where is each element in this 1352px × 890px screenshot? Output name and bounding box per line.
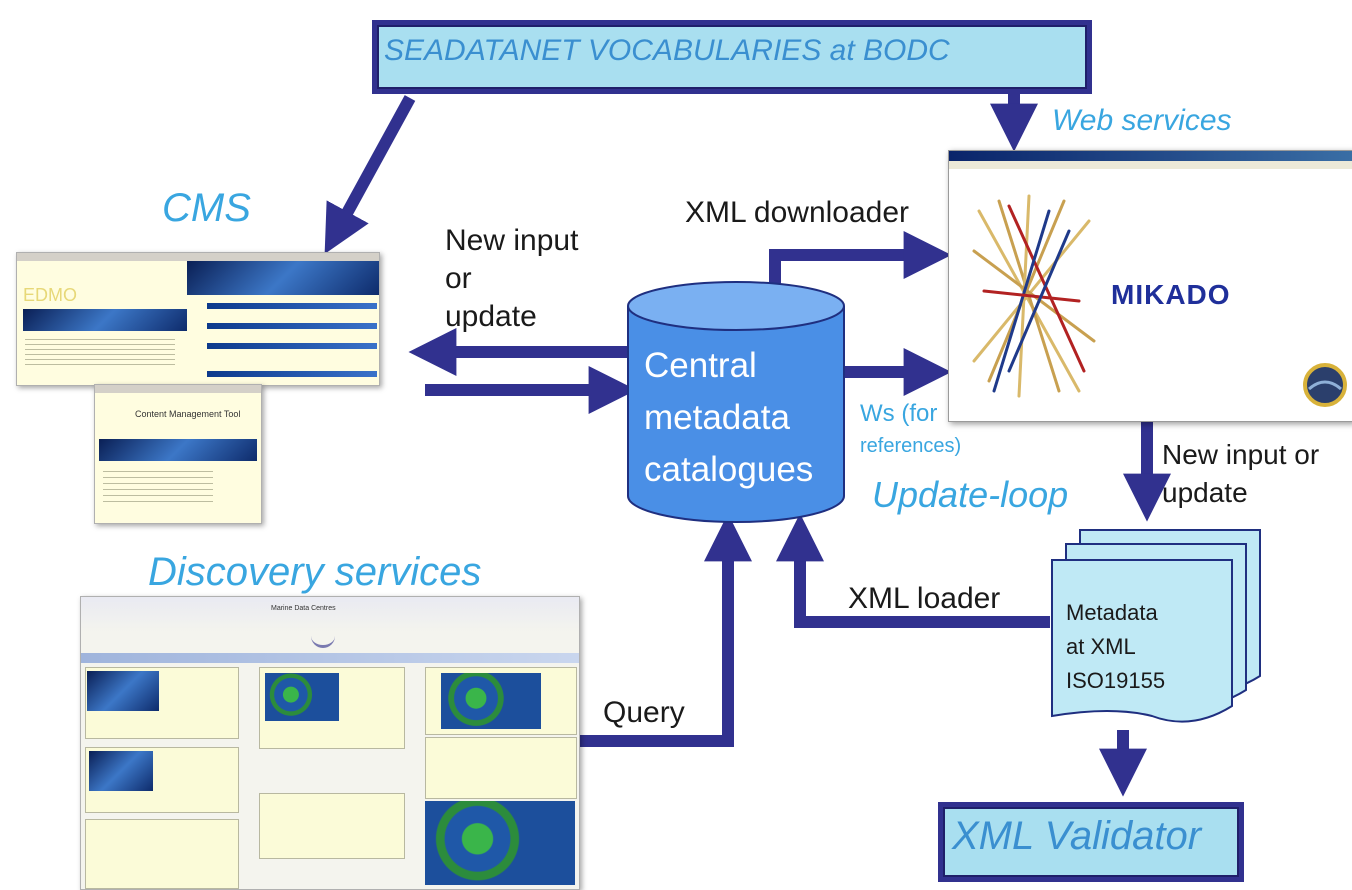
web-services-label: Web services <box>1052 104 1232 137</box>
discovery-services-label: Discovery services <box>148 550 482 594</box>
xml-validator-label: XML Validator <box>952 814 1202 858</box>
mikado-logo-icon <box>1303 363 1347 407</box>
arrow-vocab-to-cms <box>324 95 416 254</box>
metadata-line-1: Metadata <box>1066 600 1158 625</box>
metadata-line-2: at XML <box>1066 634 1136 659</box>
new-input-left-line-3: update <box>445 300 537 333</box>
central-database-line-1: Central <box>644 346 757 385</box>
central-database-cylinder <box>627 281 845 523</box>
new-input-left-line-1: New input <box>445 224 579 257</box>
new-input-right-line-2: update <box>1162 477 1248 508</box>
new-input-left-line-2: or <box>445 262 472 295</box>
mikado-sticks-image <box>972 194 1096 398</box>
update-loop-label: Update-loop <box>872 474 1069 515</box>
arrow-query <box>580 513 752 747</box>
mikado-label: MIKADO <box>1111 279 1231 310</box>
ws-references-label: Ws (for references) <box>860 398 961 462</box>
new-input-right-line-1: New input or <box>1162 439 1320 470</box>
metadata-line-3: ISO19155 <box>1066 668 1166 693</box>
cms-label: CMS <box>162 186 251 230</box>
ws-references-line-2: references) <box>860 435 962 457</box>
cms-screenshot-secondary: Content Management Tool <box>94 384 262 524</box>
metadata-documents <box>1051 529 1261 723</box>
vocabularies-box <box>372 20 1092 94</box>
mikado-window: MIKADO <box>948 150 1352 422</box>
new-input-left-label: New input or update <box>445 222 578 336</box>
xml-validator-box <box>938 802 1244 882</box>
xml-loader-label: XML loader <box>848 582 1001 615</box>
cms-screenshot-main: EDMO <box>16 252 380 386</box>
query-label: Query <box>603 696 685 729</box>
central-database-text: Central metadata catalogues <box>644 340 813 496</box>
vocabularies-box-label: SEADATANET VOCABULARIES at BODC <box>384 34 950 67</box>
mikado-titlebar <box>949 151 1352 161</box>
central-database-line-3: catalogues <box>644 450 814 489</box>
xml-downloader-label: XML downloader <box>685 196 910 229</box>
arrow-xml-loader <box>776 513 1050 628</box>
metadata-documents-text: Metadata at XML ISO19155 <box>1066 596 1165 698</box>
discovery-services-screenshot: Marine Data Centres <box>80 596 580 890</box>
new-input-right-label: New input or update <box>1162 436 1319 512</box>
ws-references-line-1: Ws (for <box>860 400 938 427</box>
central-database-line-2: metadata <box>644 398 790 437</box>
